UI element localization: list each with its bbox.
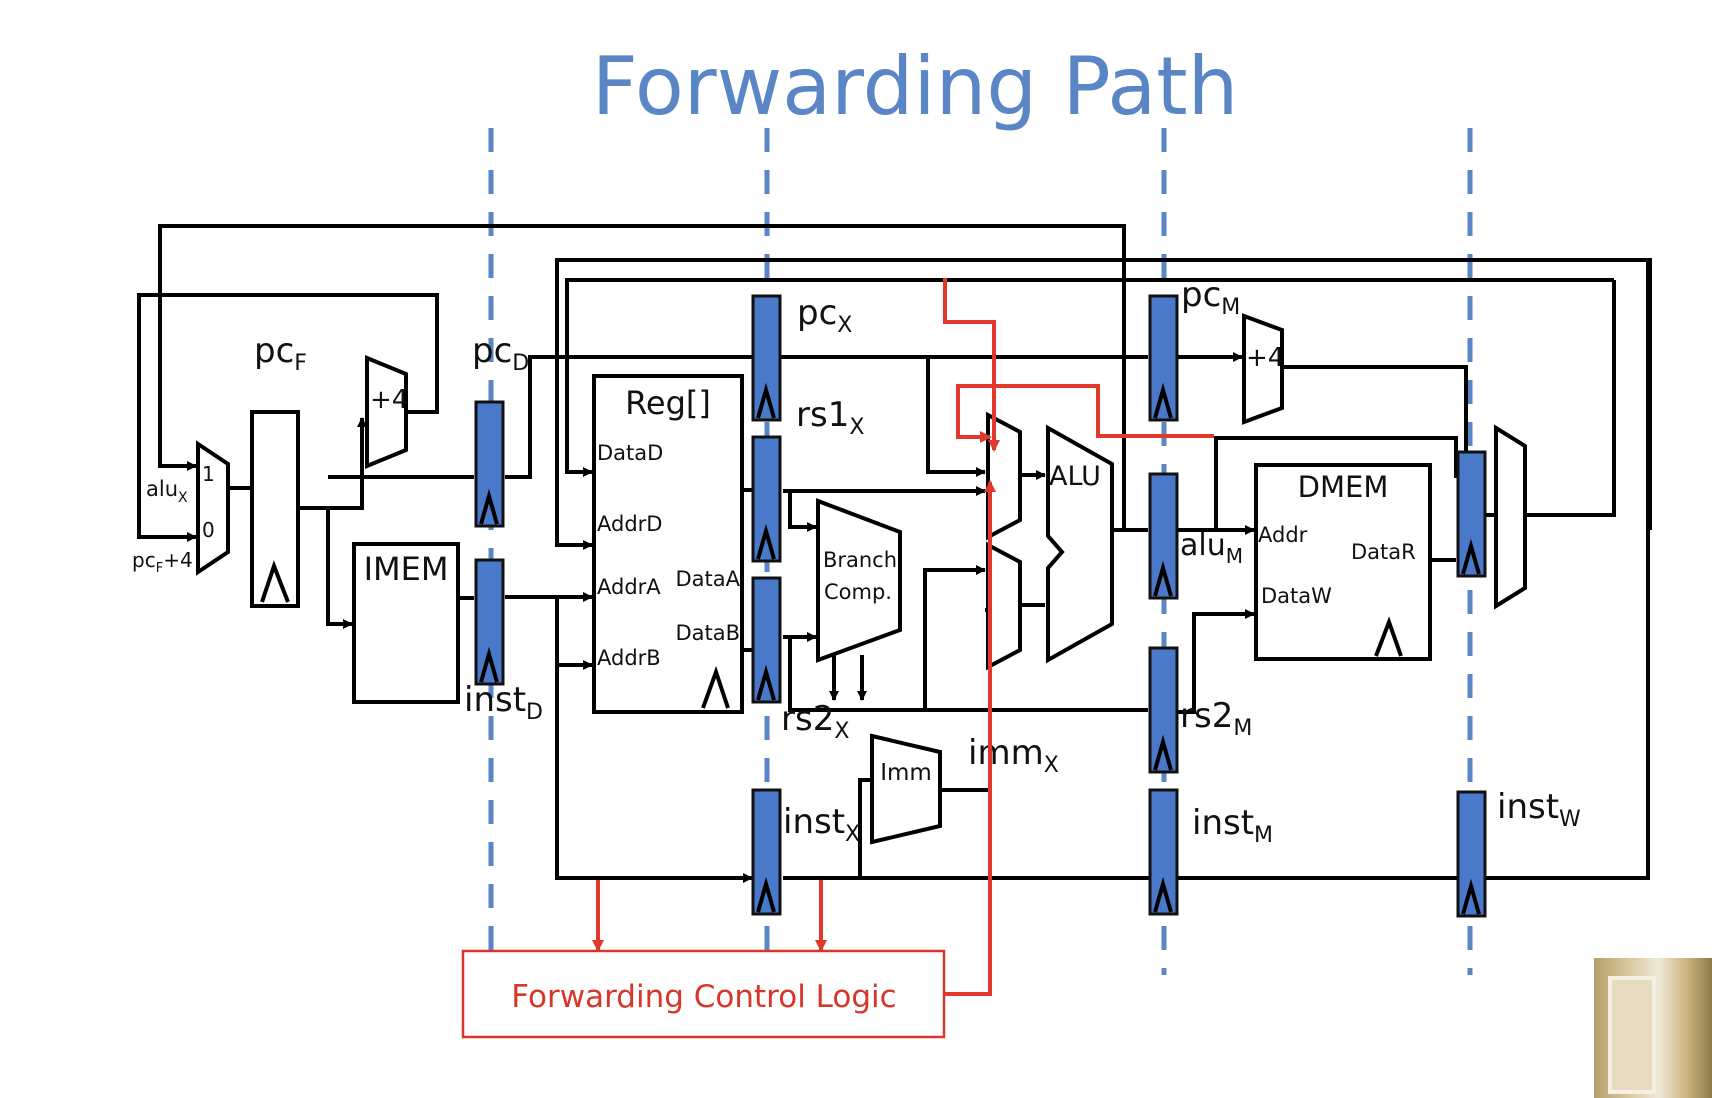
dataw-register bbox=[1458, 452, 1485, 576]
imem-label: IMEM bbox=[364, 550, 449, 588]
pc-m-register bbox=[1150, 296, 1177, 420]
inst-w-label: instW bbox=[1497, 787, 1581, 832]
alu-m-register bbox=[1150, 474, 1177, 598]
imm-x-label: immX bbox=[968, 733, 1059, 778]
plus4-f-label: +4 bbox=[370, 385, 408, 415]
pc-mux-input-1: 1 bbox=[202, 462, 215, 486]
imm-label: Imm bbox=[880, 760, 932, 786]
inst-m-register bbox=[1150, 790, 1177, 914]
rs1-x-label: rs1X bbox=[796, 395, 864, 440]
alu-mux-b bbox=[988, 545, 1020, 667]
regfile-dataa-label: DataA bbox=[675, 567, 740, 591]
forwarding-control-label: Forwarding Control Logic bbox=[511, 979, 896, 1015]
writeback-mux bbox=[1496, 428, 1525, 606]
regfile-datad-label: DataD bbox=[597, 441, 663, 465]
regfile-addra-label: AddrA bbox=[597, 575, 661, 599]
rs2-x-register bbox=[753, 578, 780, 702]
plus4-m-label: +4 bbox=[1246, 343, 1284, 373]
inst-w-register bbox=[1458, 792, 1485, 916]
rs2-m-register bbox=[1150, 648, 1177, 772]
alu-m-label: aluM bbox=[1180, 528, 1243, 568]
rs2-m-label: rs2M bbox=[1180, 696, 1252, 741]
inst-d-label: instD bbox=[464, 680, 543, 725]
regfile-addrb-label: AddrB bbox=[597, 646, 661, 670]
pc-mux-input-0: 0 bbox=[202, 518, 215, 542]
inst-x-register bbox=[753, 790, 780, 914]
branch-label-1: Branch bbox=[823, 548, 897, 572]
pcf-plus4-label: pcF+4 bbox=[132, 548, 193, 576]
inst-m-label: instM bbox=[1192, 803, 1273, 848]
alu-label: ALU bbox=[1049, 461, 1101, 492]
dmem-addr-label: Addr bbox=[1258, 523, 1308, 547]
pc-d-register bbox=[476, 402, 503, 526]
inst-x-label: instX bbox=[783, 802, 860, 847]
pc-register bbox=[252, 412, 298, 606]
pc-x-label: pcX bbox=[797, 293, 852, 338]
pc-d-label: pcD bbox=[472, 331, 529, 376]
alu-x-label: aluX bbox=[146, 477, 188, 506]
regfile-datab-label: DataB bbox=[675, 621, 740, 645]
rs1-x-register bbox=[753, 437, 780, 561]
regfile-label: Reg[] bbox=[625, 384, 711, 422]
webcam-door-image bbox=[1608, 976, 1656, 1094]
dmem-label: DMEM bbox=[1298, 470, 1389, 504]
inst-d-register bbox=[476, 560, 503, 684]
slide-title: Forwarding Path bbox=[592, 40, 1239, 133]
dmem-datar-label: DataR bbox=[1351, 540, 1416, 564]
dmem-dataw-label: DataW bbox=[1261, 584, 1332, 608]
rs2-x-label: rs2X bbox=[781, 699, 849, 744]
regfile-addrd-label: AddrD bbox=[597, 512, 662, 536]
pc-f-label: pcF bbox=[254, 331, 307, 376]
webcam-thumbnail bbox=[1594, 958, 1712, 1098]
branch-label-2: Comp. bbox=[824, 580, 892, 604]
imm-generator bbox=[872, 736, 940, 842]
pc-x-register bbox=[753, 296, 780, 420]
